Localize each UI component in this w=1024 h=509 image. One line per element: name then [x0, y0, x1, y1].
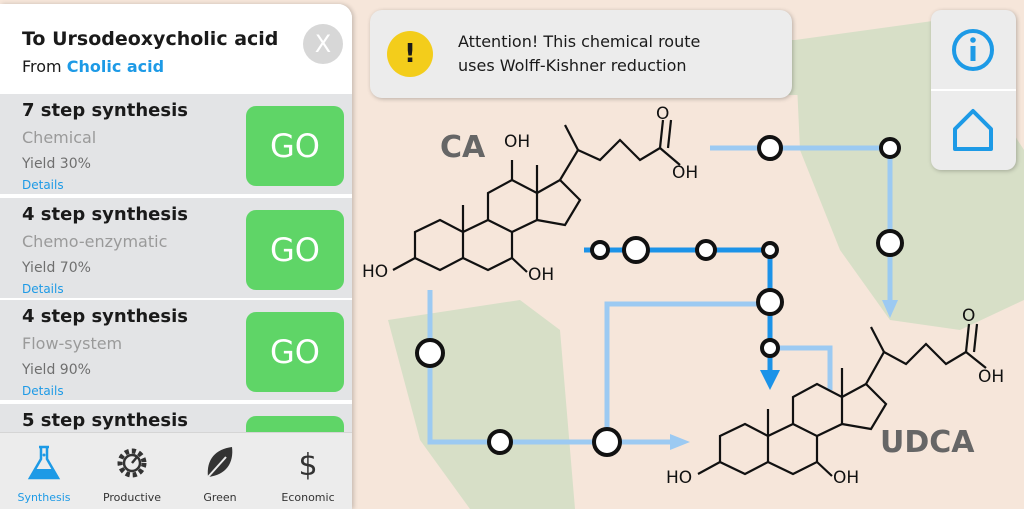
- atom-label: OH: [504, 132, 531, 152]
- arrow-head-active: [760, 370, 780, 390]
- alert-message: Attention! This chemical route uses Wolf…: [458, 30, 778, 78]
- route-station: [757, 135, 783, 161]
- route-line-extra: [770, 345, 833, 390]
- subtitle-prefix: From: [22, 57, 67, 76]
- tab-synthesis[interactable]: Synthesis: [0, 433, 88, 509]
- route-station: [879, 137, 901, 159]
- route-method: Flow-system: [22, 334, 123, 353]
- route-station: [756, 288, 784, 316]
- route-line-flow: [604, 301, 770, 442]
- svg-text:$: $: [298, 448, 317, 483]
- route-yield: Yield 70%: [22, 260, 91, 276]
- route-station: [487, 429, 513, 455]
- home-button[interactable]: [931, 91, 1016, 170]
- tab-productive[interactable]: Productive: [88, 433, 176, 509]
- route-steps: 7 step synthesis: [22, 100, 188, 121]
- atom-label: O: [962, 306, 976, 326]
- route-station: [415, 338, 445, 368]
- route-station: [761, 241, 779, 259]
- warning-icon: !: [387, 31, 433, 77]
- route-yield: Yield 30%: [22, 156, 91, 172]
- atom-label: OH: [978, 367, 1005, 387]
- panel-title: To Ursodeoxycholic acid: [22, 28, 279, 50]
- go-button[interactable]: GO: [246, 416, 344, 432]
- tab-label: Economic: [281, 491, 335, 504]
- info-button[interactable]: [931, 10, 1016, 89]
- arrow-head: [882, 300, 898, 318]
- divider: [931, 89, 1016, 91]
- start-molecule-label: CA: [440, 130, 486, 165]
- route-method: Chemical: [22, 128, 97, 147]
- dollar-icon: $: [298, 448, 317, 483]
- route-method: Chemo-enzymatic: [22, 232, 168, 251]
- bottom-tab-bar: Synthesis Productive Green $ Economic: [0, 432, 352, 509]
- panel-subtitle: From Cholic acid: [22, 57, 164, 76]
- cholic-acid-structure: [392, 119, 681, 273]
- tab-economic[interactable]: $ Economic: [264, 433, 352, 509]
- route-item: 4 step synthesis Chemo-enzymatic Yield 7…: [0, 198, 352, 300]
- route-steps: 4 step synthesis: [22, 204, 188, 225]
- route-steps: 4 step synthesis: [22, 306, 188, 327]
- go-button[interactable]: GO: [246, 210, 344, 290]
- route-list: 7 step synthesis Chemical Yield 30% Deta…: [0, 94, 352, 432]
- tab-label: Green: [203, 491, 237, 504]
- alert-line: Attention! This chemical route: [458, 32, 701, 51]
- route-details-link[interactable]: Details: [22, 282, 64, 296]
- tab-label: Productive: [102, 491, 162, 504]
- flask-icon: [27, 445, 61, 480]
- atom-label: OH: [528, 265, 555, 285]
- gear-icon: [117, 448, 147, 478]
- route-yield: Yield 90%: [22, 362, 91, 378]
- atom-label: HO: [666, 468, 693, 488]
- route-details-link[interactable]: Details: [22, 178, 64, 192]
- route-station: [876, 229, 904, 257]
- side-button-group: [931, 10, 1016, 170]
- route-station: [760, 338, 780, 358]
- route-station: [695, 239, 717, 261]
- atom-label: OH: [672, 163, 699, 183]
- tab-label: Synthesis: [17, 491, 71, 504]
- route-station: [590, 240, 610, 260]
- tab-green[interactable]: Green: [176, 433, 264, 509]
- route-steps: 5 step synthesis: [22, 410, 188, 431]
- route-station: [592, 427, 622, 457]
- end-molecule-label: UDCA: [880, 425, 975, 460]
- start-compound-name: Cholic acid: [66, 57, 165, 76]
- leaf-icon: [207, 447, 233, 478]
- atom-label: OH: [833, 468, 860, 488]
- info-icon: [952, 29, 994, 71]
- route-panel: To Ursodeoxycholic acid From Cholic acid…: [0, 4, 352, 509]
- alert-line: uses Wolff-Kishner reduction: [458, 56, 687, 75]
- route-item: 7 step synthesis Chemical Yield 30% Deta…: [0, 94, 352, 196]
- home-icon: [953, 109, 993, 151]
- atom-label: O: [656, 104, 670, 124]
- arrow-head: [670, 434, 690, 450]
- go-button[interactable]: GO: [246, 106, 344, 186]
- route-item: 5 step synthesis GO: [0, 404, 352, 432]
- close-button[interactable]: X: [303, 24, 343, 64]
- go-button[interactable]: GO: [246, 312, 344, 392]
- atom-label: HO: [362, 262, 389, 282]
- udca-structure: [697, 323, 987, 477]
- panel-header: To Ursodeoxycholic acid From Cholic acid…: [0, 4, 352, 92]
- route-item: 4 step synthesis Flow-system Yield 90% D…: [0, 300, 352, 402]
- route-station: [622, 236, 650, 264]
- warning-alert: ! Attention! This chemical route uses Wo…: [370, 10, 792, 98]
- route-details-link[interactable]: Details: [22, 384, 64, 398]
